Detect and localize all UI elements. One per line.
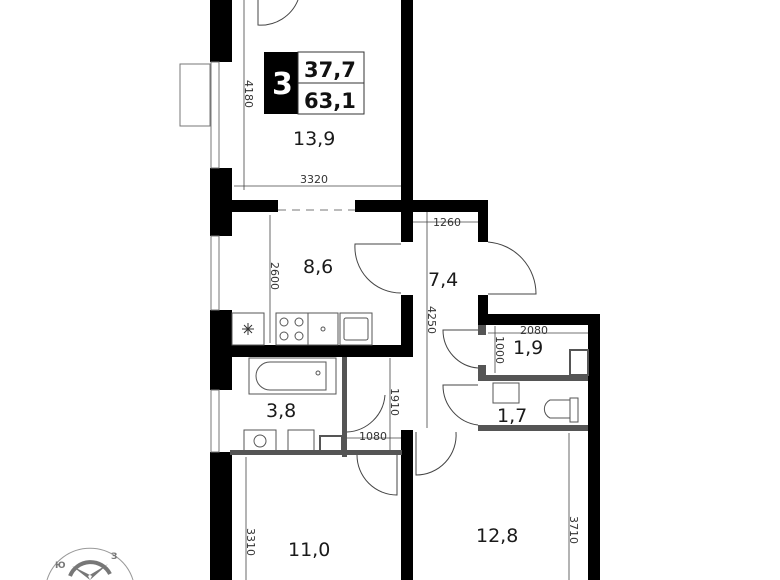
dim-label: 1000 [493, 336, 506, 364]
burner-icon [294, 317, 304, 327]
compass-west: З [111, 552, 117, 562]
room-area: 3,8 [266, 400, 296, 422]
apartment-badge: 3 37,7 63,1 [264, 51, 365, 115]
wall-kitchen-bottom [230, 345, 413, 357]
wall-left-1 [210, 0, 232, 62]
partition-wc-bottom [478, 425, 588, 431]
drain-icon [315, 370, 321, 376]
closet-shelf [569, 349, 589, 376]
room-area: 1,9 [513, 337, 543, 359]
room-area: 12,8 [476, 525, 518, 547]
door-bathroom[interactable] [346, 394, 386, 433]
wall-kitchen-top-right [355, 200, 485, 212]
dim-label: 2600 [268, 262, 281, 290]
wall-hall-right-mid [478, 295, 488, 325]
wall-left-3 [210, 310, 232, 390]
fridge [231, 312, 265, 346]
dim-label: 3320 [300, 173, 328, 186]
door-bedroom-right[interactable] [415, 431, 457, 476]
dim-label: 1080 [359, 430, 387, 443]
bathtub [248, 357, 337, 395]
windows [179, 61, 220, 453]
washing-machine [243, 429, 277, 453]
counter [307, 312, 339, 346]
badge-total-area: 63,1 [304, 89, 356, 113]
dim-label: 1910 [388, 388, 401, 416]
window-kitchen [210, 235, 220, 311]
wall-kitchen-right-2 [401, 295, 413, 357]
badge-rooms-bg [264, 52, 298, 114]
wall-right [588, 314, 600, 580]
toilet-icon [543, 399, 571, 419]
dimension-labels: 4180 3320 2600 1260 4250 2080 1000 1910 … [242, 80, 580, 556]
bathtub-inner [255, 361, 327, 391]
room-area: 13,9 [293, 128, 335, 150]
partition-bath-inner [342, 357, 347, 457]
toilet-tank [569, 397, 579, 423]
wall-closet-top [478, 314, 598, 325]
wall-hall-right-top [478, 200, 488, 242]
burner-icon [279, 331, 289, 341]
compass-inner-arc [68, 560, 112, 577]
wall-left-4 [210, 452, 232, 580]
balcony [179, 63, 211, 127]
fixtures [231, 312, 589, 453]
wc-sink [492, 382, 520, 404]
partition-wc-left-top [478, 365, 486, 380]
partitions [230, 325, 588, 457]
door-wc[interactable] [442, 384, 479, 426]
door-bedroom-left[interactable] [356, 454, 398, 496]
kitchen-sink-basin [343, 317, 369, 341]
dim-label: 3710 [567, 516, 580, 544]
burner-icon [279, 317, 289, 327]
wall-kitchen-right-1 [401, 200, 413, 242]
compass-ring [46, 547, 134, 580]
fan-icon [242, 323, 254, 335]
door-hall-right[interactable] [487, 241, 537, 295]
room-area: 11,0 [288, 539, 330, 561]
window-top-room [210, 61, 220, 169]
badge-living-area: 37,7 [304, 58, 356, 82]
wall-kitchen-top-left [230, 200, 278, 212]
wall-bedrooms-divider [401, 430, 413, 580]
window-bathroom [210, 389, 220, 453]
bath-sink [287, 429, 315, 453]
stove [275, 312, 309, 346]
room-area: 7,4 [428, 269, 458, 291]
door-kitchen[interactable] [354, 243, 402, 294]
walls [210, 0, 600, 580]
bath-cabinet [319, 435, 343, 453]
dim-label: 1260 [433, 216, 461, 229]
room-labels: 13,9 8,6 7,4 1,9 1,7 3,8 11,0 12,8 [266, 128, 543, 561]
partition-wc-top [478, 375, 588, 381]
kitchen-sink [339, 312, 373, 346]
wall-left-2 [210, 168, 232, 236]
compass-south: Ю [55, 561, 66, 571]
room-area: 8,6 [303, 256, 333, 278]
dimension-lines [234, 0, 588, 580]
partition-bath-bottom [230, 450, 402, 455]
dim-label: 4180 [242, 80, 255, 108]
wall-top-room-right [401, 0, 413, 200]
partition-closet-left [478, 325, 486, 335]
dim-label: 2080 [520, 324, 548, 337]
doors [257, 0, 537, 496]
door-top-room[interactable] [257, 0, 299, 26]
badge-rooms: 3 [272, 67, 293, 102]
compass: Ю З [46, 547, 134, 580]
door-closet[interactable] [442, 329, 479, 369]
room-area: 1,7 [497, 405, 527, 427]
drop-icon [320, 326, 326, 332]
dim-label: 4250 [425, 306, 438, 334]
washing-machine-drum [253, 434, 267, 448]
dim-label: 3310 [244, 528, 257, 556]
burner-icon [294, 331, 304, 341]
